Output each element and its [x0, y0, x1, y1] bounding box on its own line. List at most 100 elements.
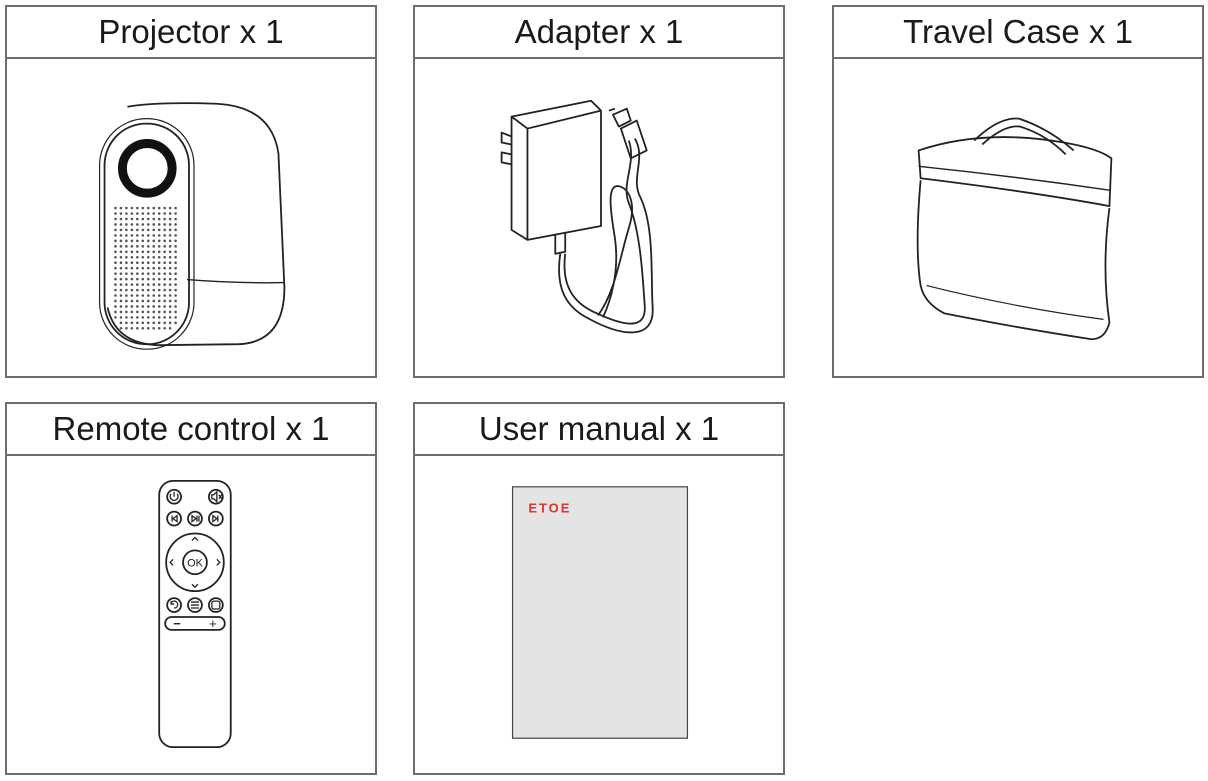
projector-card: Projector x 1 [5, 5, 377, 378]
grille-hole [125, 250, 128, 254]
grille-hole [114, 223, 117, 226]
grille-hole [157, 245, 161, 248]
grille-hole [146, 310, 150, 314]
play-pause-icon [187, 510, 203, 527]
grille-hole [152, 245, 156, 248]
next-icon [207, 510, 224, 527]
grille-hole [157, 255, 161, 259]
grille-hole [146, 277, 150, 281]
grille-hole [168, 261, 172, 265]
grille-hole [168, 277, 172, 281]
grille-hole [152, 223, 156, 226]
grille-hole [163, 277, 166, 281]
user-manual-drawing: ETOE [511, 486, 689, 739]
grille-hole [130, 255, 134, 259]
grille-hole [114, 206, 117, 210]
travel-case-title: Travel Case x 1 [834, 7, 1202, 59]
grille-hole [163, 228, 166, 232]
grille-hole [141, 234, 145, 237]
grille-hole [125, 266, 128, 270]
dpad-ring [165, 532, 225, 593]
grille-hole [174, 316, 177, 319]
grille-hole [114, 272, 117, 275]
grille-hole [152, 250, 156, 254]
grille-hole [174, 239, 177, 243]
grille-hole [174, 305, 177, 308]
grille-hole [168, 272, 172, 275]
grille-hole [119, 228, 123, 232]
mute-icon [207, 488, 224, 505]
user-manual-illustration: ETOE [415, 456, 783, 773]
grille-hole [168, 288, 172, 292]
grille-hole [136, 310, 139, 314]
grille-hole [130, 299, 134, 303]
grille-hole [141, 283, 145, 286]
grille-hole [152, 288, 156, 292]
grille-hole [119, 299, 123, 303]
grille-hole [168, 283, 172, 286]
adapter-cable [558, 138, 654, 334]
grille-hole [174, 255, 177, 259]
grille-hole [174, 288, 177, 292]
grille-hole [152, 234, 156, 237]
grille-hole [163, 217, 166, 221]
grille-hole [119, 305, 123, 308]
grille-hole [130, 288, 134, 292]
grille-hole [119, 250, 123, 254]
grille-hole [163, 299, 166, 303]
grille-hole [125, 239, 128, 243]
grille-hole [119, 321, 123, 325]
grille-hole [125, 212, 128, 215]
speaker-grille [114, 206, 177, 330]
grille-hole [141, 228, 145, 232]
adapter-plug [619, 119, 648, 160]
grille-hole [114, 250, 117, 254]
grille-hole [168, 321, 172, 325]
grille-hole [174, 206, 177, 210]
grille-hole [130, 261, 134, 265]
grille-hole [130, 316, 134, 319]
adapter-card: Adapter x 1 [413, 5, 785, 378]
grille-hole [146, 305, 150, 308]
grille-hole [168, 212, 172, 215]
volume-minus-label: − [173, 616, 181, 631]
grille-hole [119, 277, 123, 281]
grille-hole [136, 277, 139, 281]
adapter-title: Adapter x 1 [415, 7, 783, 59]
manual-cover [511, 486, 689, 739]
grille-hole [119, 310, 123, 314]
grille-hole [114, 283, 117, 286]
grille-hole [146, 228, 150, 232]
grille-hole [119, 206, 123, 210]
grille-hole [163, 283, 166, 286]
grille-hole [130, 327, 134, 330]
grille-hole [174, 272, 177, 275]
grille-hole [130, 283, 134, 286]
grille-hole [163, 234, 166, 237]
grille-hole [163, 261, 166, 265]
grille-hole [114, 255, 117, 259]
grille-hole [163, 239, 166, 243]
grille-hole [125, 288, 128, 292]
grille-hole [168, 266, 172, 270]
grille-hole [174, 228, 177, 232]
grille-hole [125, 277, 128, 281]
volume-rocker [164, 616, 226, 631]
grille-hole [125, 283, 128, 286]
grille-hole [136, 288, 139, 292]
grille-hole [163, 316, 166, 319]
grille-hole [163, 212, 166, 215]
grille-hole [174, 245, 177, 248]
grille-hole [163, 327, 166, 330]
grille-hole [146, 223, 150, 226]
grille-hole [163, 245, 166, 248]
grille-hole [152, 239, 156, 243]
projector-body [106, 102, 286, 347]
grille-hole [152, 272, 156, 275]
grille-hole [146, 261, 150, 265]
grille-hole [130, 272, 134, 275]
grille-hole [136, 239, 139, 243]
grille-hole [168, 255, 172, 259]
grille-hole [163, 250, 166, 254]
grille-hole [152, 266, 156, 270]
